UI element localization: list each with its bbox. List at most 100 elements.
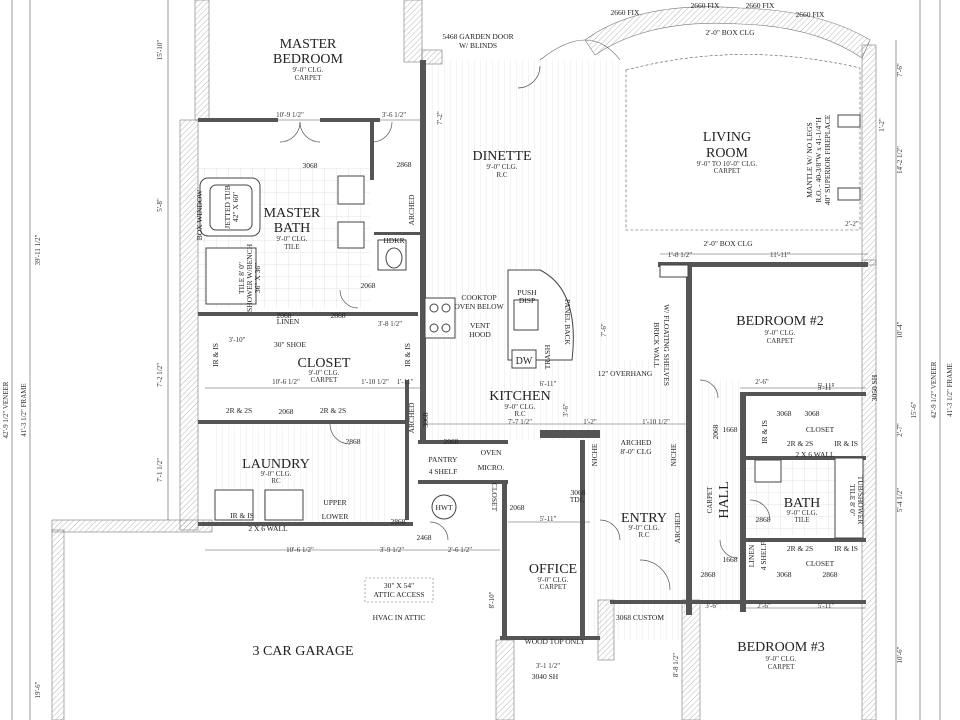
svg-text:CLOSET: CLOSET bbox=[490, 483, 499, 512]
svg-text:IR & IS: IR & IS bbox=[834, 439, 858, 448]
hall-floor bbox=[700, 380, 740, 610]
svg-text:ATTIC ACCESS: ATTIC ACCESS bbox=[373, 590, 424, 599]
svg-text:3040 SH: 3040 SH bbox=[532, 672, 559, 681]
svg-text:8'-10": 8'-10" bbox=[488, 591, 496, 608]
svg-text:2'-2": 2'-2" bbox=[845, 220, 859, 228]
svg-text:2868: 2868 bbox=[346, 437, 361, 446]
svg-text:CARPET: CARPET bbox=[311, 376, 339, 384]
master-bedroom-name: MASTER bbox=[280, 37, 337, 52]
svg-text:HOOD: HOOD bbox=[469, 330, 491, 339]
svg-text:19'-6": 19'-6" bbox=[34, 681, 42, 698]
svg-text:9'-0" CLG.: 9'-0" CLG. bbox=[629, 524, 660, 532]
svg-text:SHOWER W/BENCH: SHOWER W/BENCH bbox=[245, 243, 254, 312]
svg-text:CARPET: CARPET bbox=[767, 337, 795, 345]
svg-text:3'-1 1/2": 3'-1 1/2" bbox=[536, 662, 560, 670]
dinette-name: DINETTE bbox=[472, 149, 531, 164]
svg-text:3068: 3068 bbox=[805, 409, 820, 418]
svg-text:2R & 2S: 2R & 2S bbox=[787, 439, 813, 448]
svg-text:10'-4": 10'-4" bbox=[896, 321, 904, 338]
svg-text:3'-6": 3'-6" bbox=[562, 403, 570, 417]
svg-text:1668: 1668 bbox=[723, 425, 738, 434]
svg-text:PUSH: PUSH bbox=[517, 288, 537, 297]
svg-text:7'-2 1/2": 7'-2 1/2" bbox=[156, 363, 164, 387]
svg-text:41'-3 1/2" FRAME: 41'-3 1/2" FRAME bbox=[20, 383, 28, 437]
svg-text:IR & IS: IR & IS bbox=[760, 420, 769, 444]
svg-text:2'-6": 2'-6" bbox=[755, 378, 769, 386]
svg-text:2068: 2068 bbox=[444, 437, 459, 446]
svg-text:1'-8 1/2": 1'-8 1/2" bbox=[668, 251, 692, 259]
svg-text:2'-0" BOX CLG: 2'-0" BOX CLG bbox=[706, 28, 756, 37]
svg-text:CARPET: CARPET bbox=[714, 167, 742, 175]
svg-text:2 X 6 WALL: 2 X 6 WALL bbox=[795, 450, 835, 459]
svg-text:2868: 2868 bbox=[701, 570, 716, 579]
svg-text:9'-0" TO 10'-0" CLG.: 9'-0" TO 10'-0" CLG. bbox=[697, 160, 758, 168]
svg-text:8'-0" CLG: 8'-0" CLG bbox=[620, 447, 652, 456]
svg-text:1668: 1668 bbox=[723, 555, 738, 564]
svg-text:OVEN BELOW: OVEN BELOW bbox=[454, 302, 504, 311]
svg-text:5'-11": 5'-11" bbox=[818, 382, 835, 390]
room-labels: MASTER BEDROOM 9'-0" CLG. CARPET DINETTE… bbox=[242, 37, 825, 671]
closet-name: CLOSET bbox=[298, 356, 351, 371]
svg-text:7'-6": 7'-6" bbox=[600, 323, 608, 337]
svg-text:BATH: BATH bbox=[274, 221, 311, 236]
annotations: 5468 GARDEN DOOR W/ BLINDS 2660 FIX 2660… bbox=[195, 1, 879, 681]
svg-text:ARCHED: ARCHED bbox=[673, 512, 682, 543]
svg-text:9'-0" CLG.: 9'-0" CLG. bbox=[487, 163, 518, 171]
dimension-lines bbox=[11, 0, 941, 720]
svg-text:9'-0" CLG.: 9'-0" CLG. bbox=[538, 576, 569, 584]
svg-text:LOWER: LOWER bbox=[322, 512, 349, 521]
svg-text:2'-0" BOX CLG: 2'-0" BOX CLG bbox=[704, 239, 754, 248]
dimension-labels: 10'-9 1/2" 3'-6 1/2" 7'-2" 3'-10" 3'-8 1… bbox=[2, 40, 954, 699]
svg-text:VENT: VENT bbox=[470, 321, 490, 330]
office-name: OFFICE bbox=[529, 562, 577, 577]
svg-text:2868: 2868 bbox=[331, 311, 346, 320]
bedroom2-name: BEDROOM #2 bbox=[736, 314, 824, 329]
svg-text:10'-6 1/2": 10'-6 1/2" bbox=[272, 378, 300, 386]
svg-text:30" SHOE: 30" SHOE bbox=[274, 340, 306, 349]
svg-text:CARPET: CARPET bbox=[295, 74, 323, 82]
svg-text:9'-0" CLG.: 9'-0" CLG. bbox=[261, 470, 292, 478]
svg-text:IR & IS: IR & IS bbox=[230, 511, 254, 520]
svg-text:2468: 2468 bbox=[417, 533, 432, 542]
svg-text:3'-6 1/2": 3'-6 1/2" bbox=[382, 111, 406, 119]
svg-text:30" X 54": 30" X 54" bbox=[384, 581, 414, 590]
svg-text:OVEN: OVEN bbox=[481, 448, 502, 457]
svg-text:LINEN: LINEN bbox=[277, 317, 300, 326]
svg-text:TILE 8' 0": TILE 8' 0" bbox=[848, 484, 857, 516]
svg-text:ARCHED: ARCHED bbox=[407, 402, 416, 433]
svg-text:W/ FLOATING SHELVES: W/ FLOATING SHELVES bbox=[662, 304, 671, 386]
svg-text:10'-9 1/2": 10'-9 1/2" bbox=[276, 111, 304, 119]
svg-text:39'-11 1/2": 39'-11 1/2" bbox=[34, 234, 42, 265]
svg-text:2660 FIX: 2660 FIX bbox=[796, 10, 826, 19]
svg-text:5'-11": 5'-11" bbox=[818, 602, 835, 610]
svg-text:JETTED TUB: JETTED TUB bbox=[223, 185, 232, 228]
svg-text:3'-8 1/2": 3'-8 1/2" bbox=[378, 320, 402, 328]
svg-text:CARPET: CARPET bbox=[768, 663, 796, 671]
svg-text:2868: 2868 bbox=[391, 517, 406, 526]
box-ceiling-living bbox=[625, 54, 861, 231]
svg-text:TILE: TILE bbox=[794, 516, 809, 524]
svg-text:2068: 2068 bbox=[279, 407, 294, 416]
svg-text:ARCHED: ARCHED bbox=[621, 438, 652, 447]
svg-text:3068: 3068 bbox=[777, 570, 792, 579]
svg-text:15'-10": 15'-10" bbox=[156, 40, 164, 61]
svg-text:TILE: TILE bbox=[284, 243, 299, 251]
svg-text:2660 FIX: 2660 FIX bbox=[746, 1, 776, 10]
door-swings bbox=[279, 65, 771, 591]
svg-text:WOOD TOP ONLY: WOOD TOP ONLY bbox=[525, 637, 586, 646]
svg-text:5'-11": 5'-11" bbox=[818, 384, 835, 392]
svg-text:5'-4 1/2": 5'-4 1/2" bbox=[896, 488, 904, 512]
svg-text:41'-3 1/2" FRAME: 41'-3 1/2" FRAME bbox=[946, 363, 954, 417]
svg-text:7'-7 1/2": 7'-7 1/2" bbox=[508, 418, 532, 426]
svg-text:3'-10": 3'-10" bbox=[229, 336, 246, 344]
svg-text:COOKTOP: COOKTOP bbox=[461, 293, 496, 302]
svg-text:3'-6": 3'-6" bbox=[705, 602, 719, 610]
svg-text:ROOM: ROOM bbox=[706, 146, 749, 161]
svg-text:CLOSET: CLOSET bbox=[806, 559, 835, 568]
svg-text:2R & 2S: 2R & 2S bbox=[226, 406, 252, 415]
svg-text:8'-8 1/2": 8'-8 1/2" bbox=[672, 653, 680, 677]
svg-text:4 SHELF: 4 SHELF bbox=[759, 542, 768, 571]
svg-text:LINEN: LINEN bbox=[747, 544, 756, 567]
svg-text:42" X 60": 42" X 60" bbox=[231, 192, 240, 222]
svg-text:2660 FIX: 2660 FIX bbox=[611, 8, 641, 17]
